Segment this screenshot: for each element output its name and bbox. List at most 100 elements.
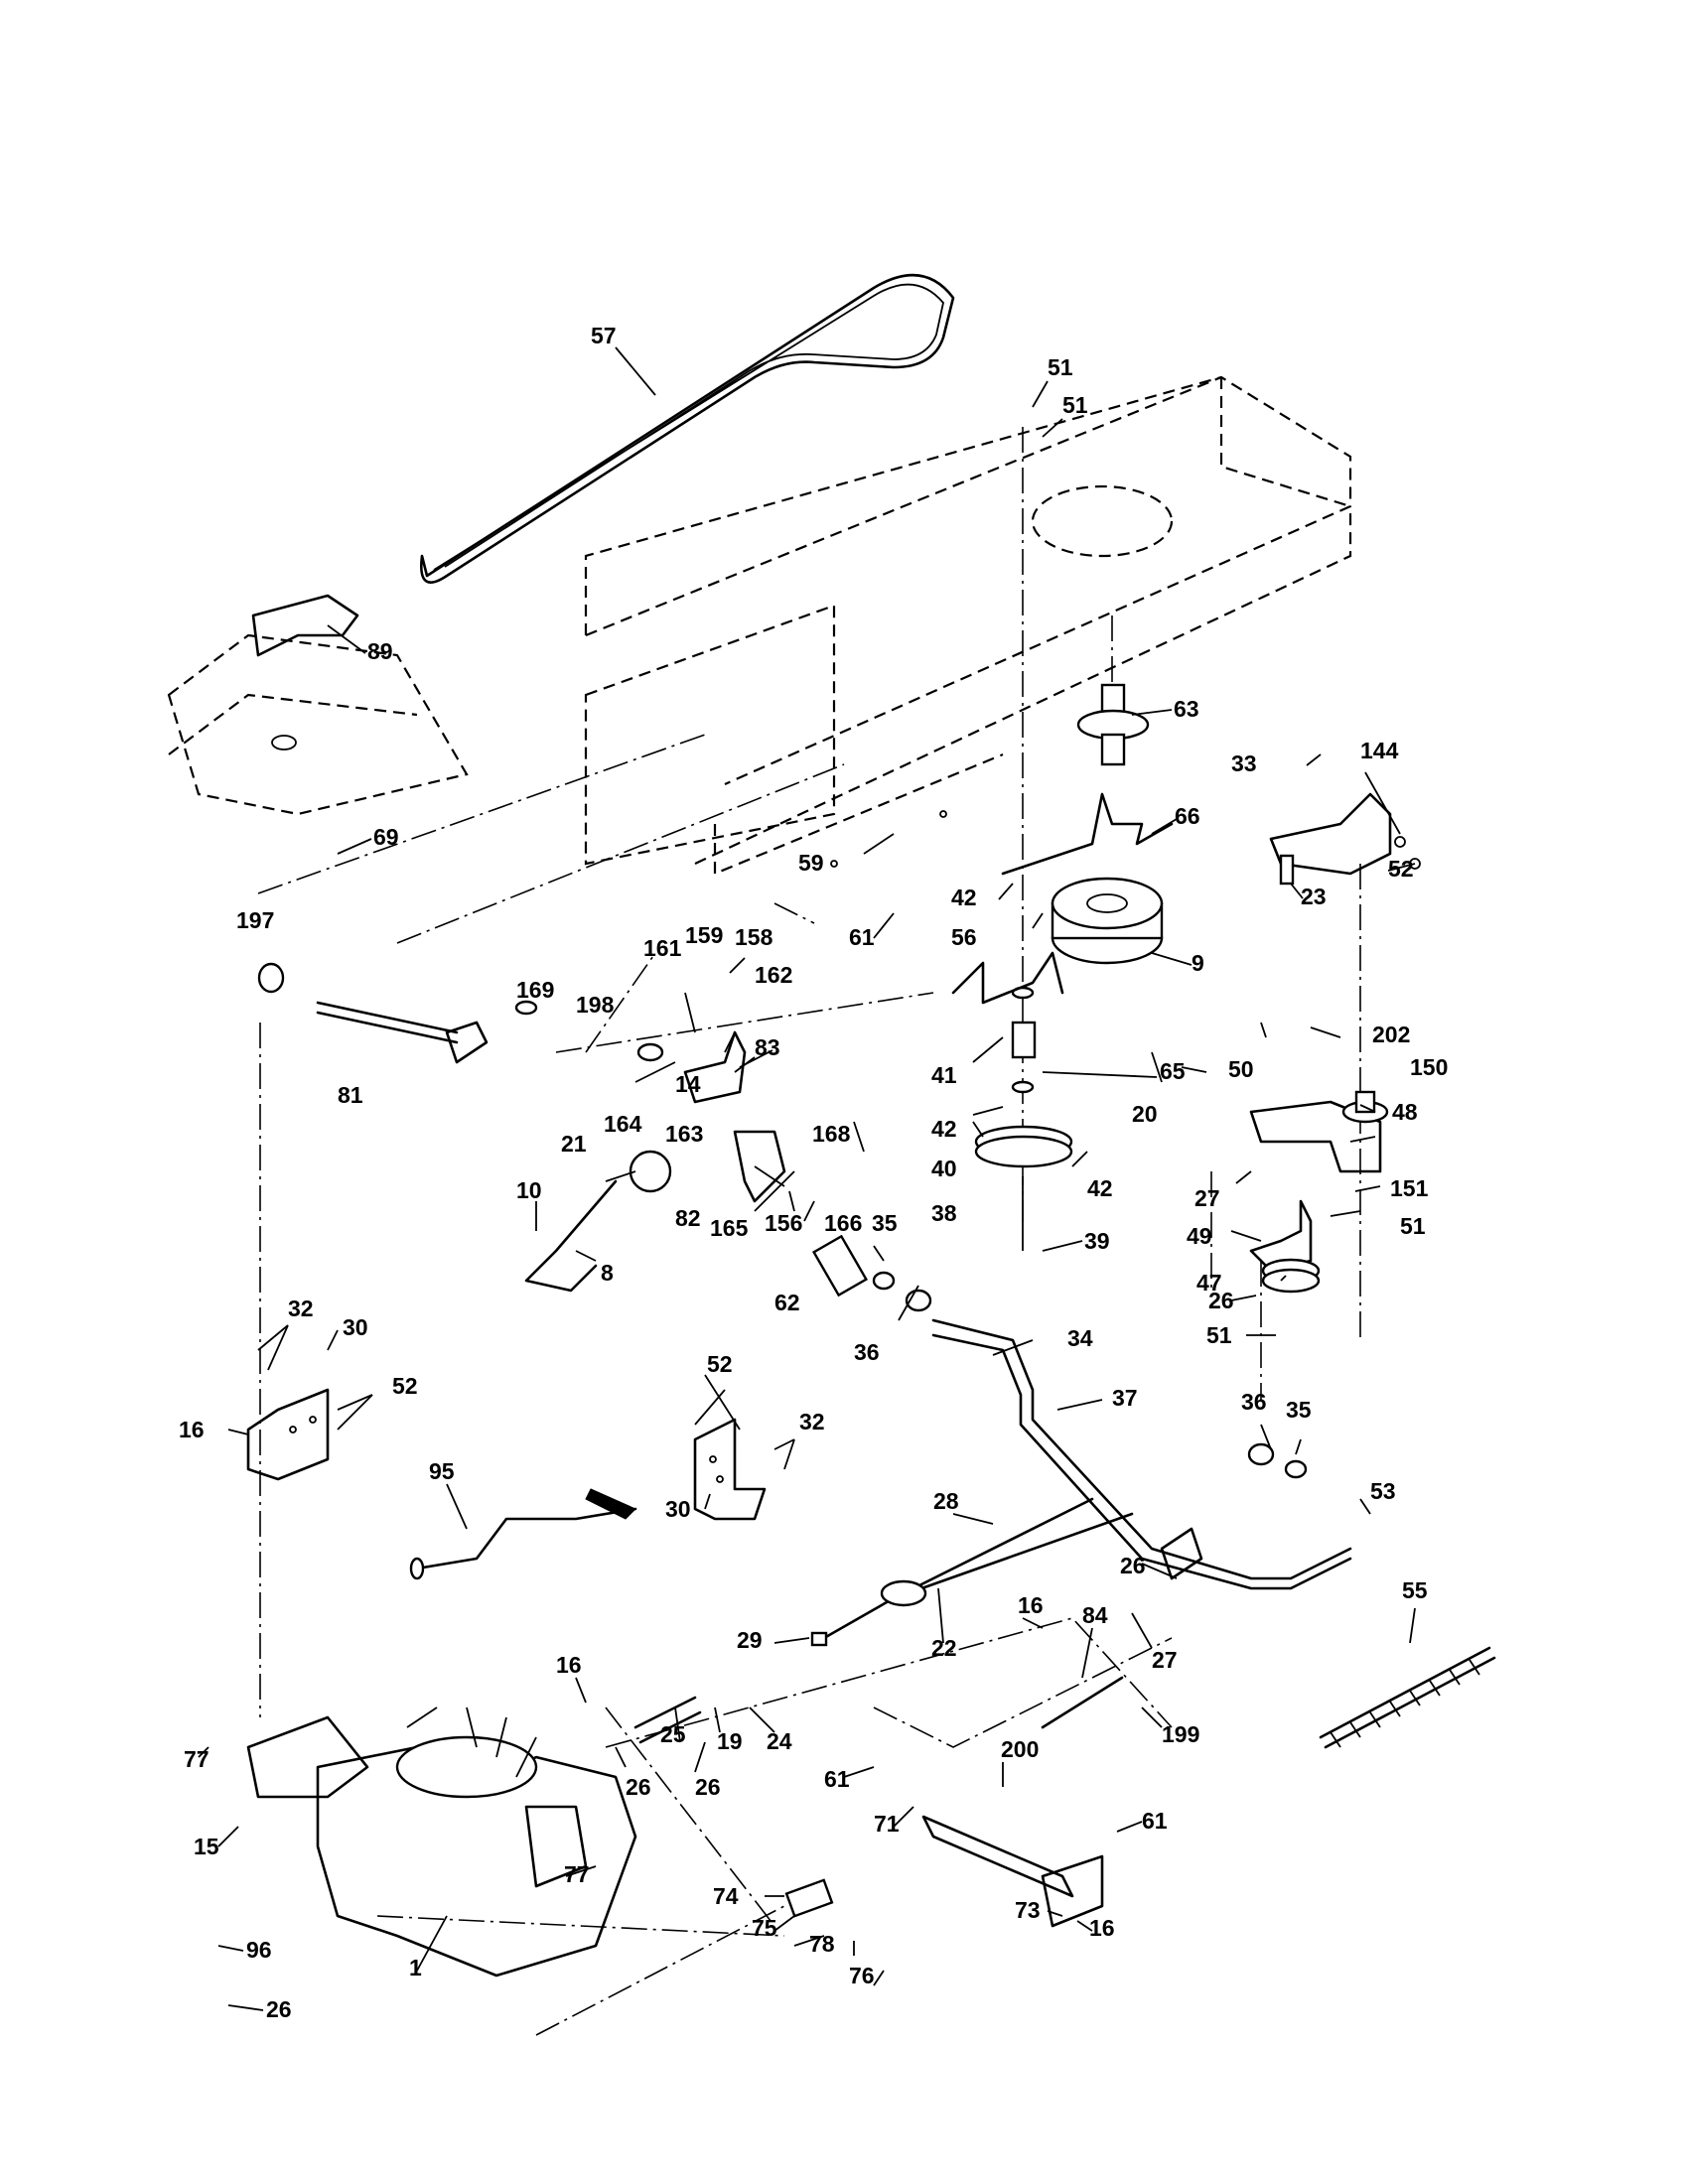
control-rods (810, 1497, 1134, 1647)
callout-66: 66 (1175, 803, 1200, 829)
callout-59: 59 (798, 850, 824, 876)
callout-16: 16 (556, 1652, 582, 1678)
drive-belt (419, 273, 955, 584)
callout-163: 163 (665, 1121, 703, 1147)
callout-168: 168 (812, 1121, 851, 1147)
bracket-71 (921, 1815, 1104, 1928)
torque-shaft-34 (812, 1234, 1352, 1590)
idler-bracket-66 (1001, 792, 1174, 876)
callout-42: 42 (931, 1116, 957, 1142)
callout-61: 61 (849, 924, 875, 950)
callout-53: 53 (1370, 1478, 1396, 1504)
callout-30: 30 (343, 1314, 368, 1340)
callout-40: 40 (931, 1156, 957, 1181)
callout-42: 42 (951, 885, 977, 910)
transmission (246, 1706, 637, 1978)
callout-52: 52 (707, 1351, 733, 1377)
bracket-23 (1269, 792, 1421, 886)
callout-47: 47 (1196, 1270, 1222, 1296)
callout-1: 1 (409, 1955, 422, 1980)
callout-25: 25 (660, 1721, 686, 1747)
callout-197: 197 (236, 907, 274, 933)
callout-51: 51 (1062, 392, 1088, 418)
callout-51: 51 (1048, 354, 1073, 380)
callout-48: 48 (1392, 1099, 1418, 1125)
spring-55 (1319, 1646, 1496, 1749)
callout-28: 28 (933, 1488, 959, 1514)
callout-52: 52 (392, 1373, 418, 1399)
callout-39: 39 (1084, 1228, 1110, 1254)
shaft-81 (257, 962, 489, 1064)
callout-36: 36 (854, 1339, 880, 1365)
callout-69: 69 (373, 824, 399, 850)
callout-33: 33 (1231, 751, 1257, 776)
callout-199: 199 (1162, 1721, 1199, 1747)
callout-10: 10 (516, 1177, 542, 1203)
callout-62: 62 (774, 1290, 800, 1315)
callout-52: 52 (1388, 856, 1414, 882)
callout-49: 49 (1187, 1223, 1212, 1249)
callout-27: 27 (1194, 1185, 1220, 1211)
callout-164: 164 (604, 1111, 642, 1137)
callout-61: 61 (824, 1766, 850, 1792)
callout-78: 78 (809, 1931, 835, 1957)
callout-26: 26 (266, 1996, 292, 2022)
callout-26: 26 (695, 1774, 721, 1800)
callout-55: 55 (1402, 1577, 1428, 1603)
callout-20: 20 (1132, 1101, 1158, 1127)
callout-14: 14 (675, 1071, 701, 1097)
callout-16: 16 (179, 1417, 205, 1442)
callout-9: 9 (1192, 950, 1204, 976)
bracket-158 (514, 1000, 786, 1203)
callout-8: 8 (601, 1260, 614, 1286)
callout-166: 166 (824, 1210, 862, 1236)
bracket-49 (1249, 1199, 1321, 1294)
engine-pulley (1076, 683, 1150, 766)
callout-26: 26 (1120, 1553, 1146, 1578)
idler-bracket-41 (951, 951, 1064, 1005)
callout-162: 162 (755, 962, 792, 988)
callout-35: 35 (872, 1210, 898, 1236)
callout-63: 63 (1174, 696, 1199, 722)
bracket-48 (1249, 1090, 1389, 1173)
callout-30: 30 (665, 1496, 691, 1522)
callout-21: 21 (561, 1131, 587, 1157)
callout-77: 77 (564, 1861, 590, 1887)
electric-clutch (1051, 877, 1164, 965)
callout-95: 95 (429, 1458, 455, 1484)
callout-198: 198 (576, 992, 615, 1018)
callout-81: 81 (338, 1082, 363, 1108)
callout-71: 71 (874, 1811, 900, 1837)
callout-83: 83 (755, 1034, 780, 1060)
bracket-89 (251, 594, 359, 657)
callout-15: 15 (194, 1834, 219, 1859)
callout-32: 32 (288, 1296, 314, 1321)
callout-84: 84 (1082, 1602, 1108, 1628)
callout-22: 22 (931, 1635, 957, 1661)
spring-25 (633, 1696, 702, 1744)
callout-29: 29 (737, 1627, 763, 1653)
callout-16: 16 (1018, 1592, 1044, 1618)
bracket-30-center (693, 1418, 767, 1521)
callout-labels: 57 51 51 89 63 33 144 66 69 59 52 42 56 … (179, 323, 1448, 2022)
spring-84 (1041, 1676, 1124, 1729)
bracket-30-left (246, 1388, 330, 1481)
callout-61: 61 (1142, 1808, 1168, 1834)
callout-57: 57 (591, 323, 617, 348)
callout-51: 51 (1400, 1213, 1426, 1239)
callout-50: 50 (1228, 1056, 1254, 1082)
callout-159: 159 (685, 922, 723, 948)
callout-32: 32 (799, 1409, 825, 1434)
callout-77: 77 (184, 1746, 210, 1772)
callout-96: 96 (246, 1937, 272, 1963)
callout-156: 156 (765, 1210, 802, 1236)
callout-202: 202 (1372, 1022, 1410, 1047)
lever-95 (409, 1488, 637, 1580)
callout-42: 42 (1087, 1175, 1113, 1201)
frame-outline (167, 375, 1352, 876)
callout-37: 37 (1112, 1385, 1138, 1411)
callout-38: 38 (931, 1200, 957, 1226)
callout-158: 158 (735, 924, 773, 950)
callout-27: 27 (1152, 1647, 1178, 1673)
